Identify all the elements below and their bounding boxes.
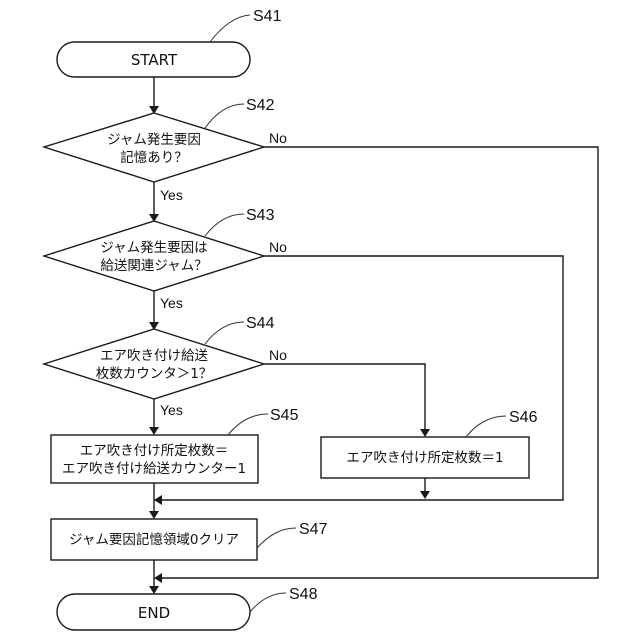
decision-s43-line2: 給送関連ジャム？	[100, 258, 207, 274]
decision-s42-line1: ジャム発生要因	[107, 132, 201, 148]
leader-s42	[205, 104, 244, 128]
arrowhead	[149, 427, 159, 435]
leader-s44	[205, 322, 244, 344]
arrowhead	[154, 573, 162, 583]
decision-s42-line2: 記憶あり？	[120, 149, 188, 166]
decision-s44	[44, 329, 264, 399]
start-label: START	[131, 51, 178, 69]
arrowhead	[149, 586, 159, 594]
end-label: END	[138, 604, 170, 622]
yes-label-s44: Yes	[160, 402, 183, 418]
leader-s47	[257, 528, 296, 548]
leader-s41	[210, 15, 250, 42]
step-label-s42: S42	[246, 97, 275, 114]
step-label-s44: S44	[246, 315, 275, 332]
process-s45-line2: エア吹き付け給送カウンター1	[62, 461, 246, 477]
yes-label-s43: Yes	[160, 295, 183, 311]
decision-s43-line1: ジャム発生要因は	[100, 240, 207, 256]
no-label-s42: No	[269, 130, 287, 146]
leader-s45	[228, 414, 268, 435]
arrowhead	[149, 511, 159, 519]
step-label-s45: S45	[270, 407, 299, 424]
yes-label-s42: Yes	[160, 187, 183, 203]
leader-s46	[466, 416, 506, 437]
step-label-s47: S47	[299, 521, 328, 538]
decision-s43	[44, 221, 264, 291]
arrowhead	[420, 429, 430, 437]
decision-s44-line1: エア吹き付け給送	[100, 348, 208, 364]
no-label-s44: No	[269, 347, 287, 363]
leader-s48	[250, 593, 286, 612]
step-label-s46: S46	[509, 409, 538, 426]
arrowhead	[154, 495, 162, 505]
step-label-s48: S48	[289, 586, 318, 603]
process-s47-line1: ジャム要因記憶領域0クリア	[69, 531, 239, 548]
leader-s43	[205, 214, 244, 236]
step-label-s41: S41	[253, 8, 282, 25]
step-label-s43: S43	[246, 207, 275, 224]
process-s46-line1: エア吹き付け所定枚数＝1	[346, 450, 503, 466]
decision-s44-line2: 枚数カウンタ＞1？	[96, 366, 213, 382]
arrowhead	[420, 491, 430, 499]
process-s45-line1: エア吹き付け所定枚数＝	[80, 443, 229, 459]
no-label-s43: No	[269, 239, 287, 255]
